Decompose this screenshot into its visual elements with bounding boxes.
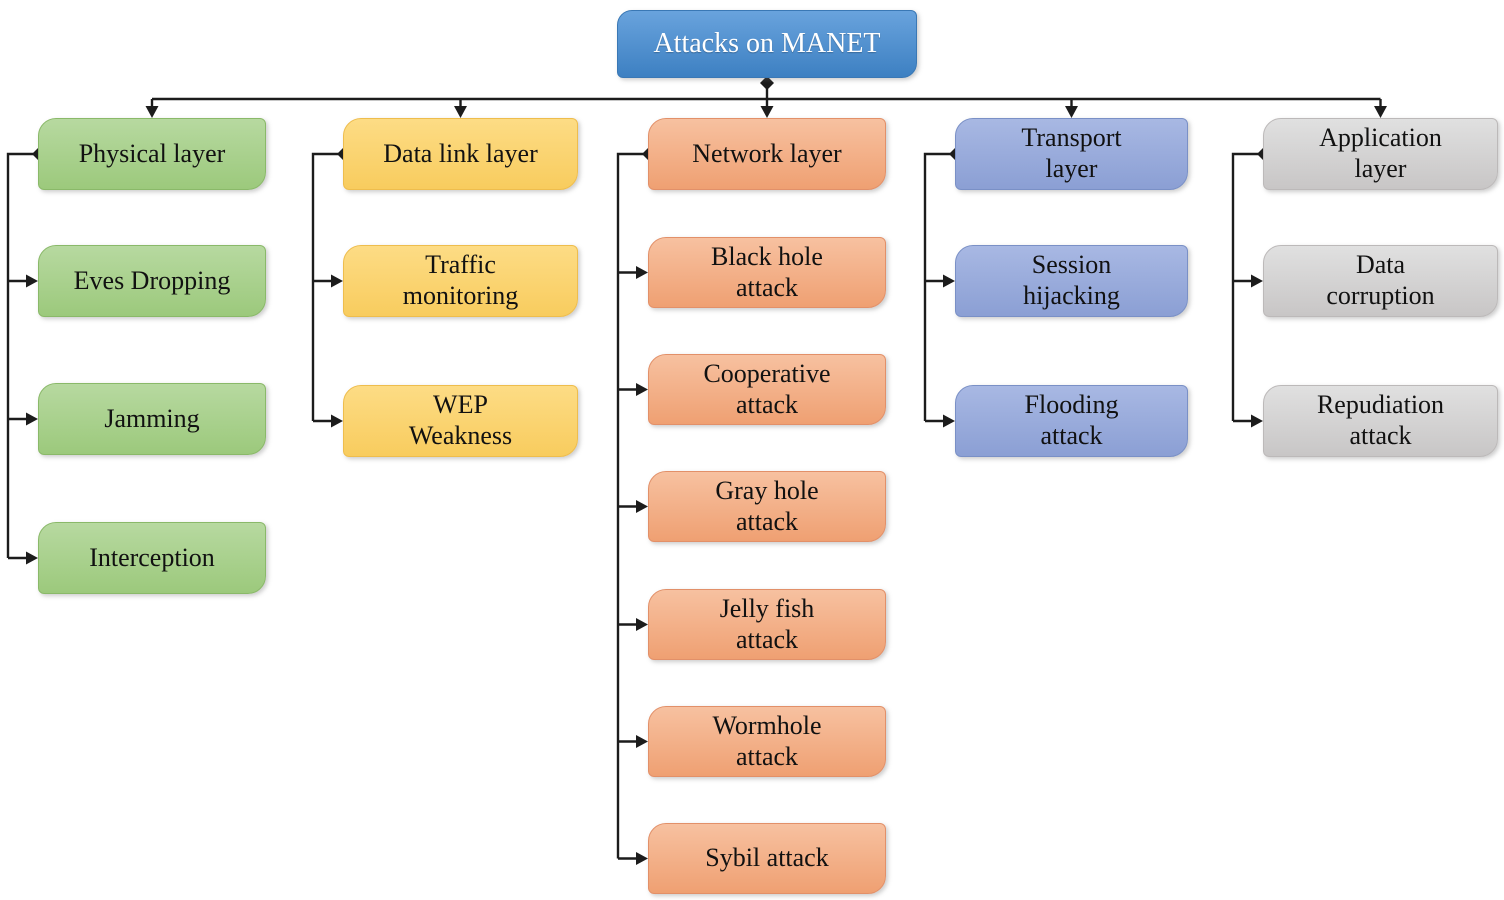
node-cooperative-attack: Cooperative attack bbox=[648, 354, 886, 425]
arrowhead-jelly-fish-attack bbox=[636, 618, 648, 631]
node-jelly-fish-attack: Jelly fish attack bbox=[648, 589, 886, 660]
arrowhead-wormhole-attack bbox=[636, 735, 648, 748]
node-data-link-layer: Data link layer bbox=[343, 118, 578, 190]
node-gray-hole-attack: Gray hole attack bbox=[648, 471, 886, 542]
arrowhead-wep-weakness bbox=[331, 414, 343, 428]
arrowhead-eves-dropping bbox=[26, 274, 38, 288]
node-transport-layer: Transport layer bbox=[955, 118, 1188, 190]
node-sybil-attack: Sybil attack bbox=[648, 823, 886, 894]
connector-spine-data-link-layer bbox=[311, 152, 343, 421]
connector-spine-application-layer bbox=[1231, 152, 1263, 421]
arrowhead-jamming bbox=[26, 412, 38, 426]
arrowhead-cooperative-attack bbox=[636, 383, 648, 396]
arrowhead-repudiation-attack bbox=[1251, 414, 1263, 428]
node-eves-dropping: Eves Dropping bbox=[38, 245, 266, 317]
node-wormhole-attack: Wormhole attack bbox=[648, 706, 886, 777]
arrowhead-drop-physical-layer bbox=[145, 106, 159, 118]
node-data-corruption: Data corruption bbox=[1263, 245, 1498, 317]
node-application-layer: Application layer bbox=[1263, 118, 1498, 190]
connector-spine-physical-layer bbox=[6, 152, 38, 558]
arrowhead-interception bbox=[26, 551, 38, 565]
arrowhead-flooding-attack bbox=[943, 414, 955, 428]
node-flooding-attack: Flooding attack bbox=[955, 385, 1188, 457]
arrowhead-data-corruption bbox=[1251, 274, 1263, 288]
arrowhead-traffic-monitoring bbox=[331, 274, 343, 288]
arrowhead-drop-data-link-layer bbox=[454, 106, 467, 118]
node-interception: Interception bbox=[38, 522, 266, 594]
node-jamming: Jamming bbox=[38, 383, 266, 455]
node-wep-weakness: WEP Weakness bbox=[343, 385, 578, 457]
arrowhead-black-hole-attack bbox=[636, 266, 648, 279]
diamond-root bbox=[760, 76, 774, 90]
node-session-hijacking: Session hijacking bbox=[955, 245, 1188, 317]
node-traffic-monitoring: Traffic monitoring bbox=[343, 245, 578, 317]
node-physical-layer: Physical layer bbox=[38, 118, 266, 190]
connector-spine-transport-layer bbox=[923, 152, 955, 421]
arrowhead-gray-hole-attack bbox=[636, 500, 648, 513]
arrowhead-drop-application-layer bbox=[1374, 106, 1387, 118]
node-attacks-on-manet: Attacks on MANET bbox=[617, 10, 917, 78]
arrowhead-sybil-attack bbox=[636, 852, 648, 865]
node-repudiation-attack: Repudiation attack bbox=[1263, 385, 1498, 457]
node-network-layer: Network layer bbox=[648, 118, 886, 190]
arrowhead-session-hijacking bbox=[943, 274, 955, 288]
arrowhead-drop-network-layer bbox=[760, 106, 774, 118]
node-black-hole-attack: Black hole attack bbox=[648, 237, 886, 308]
arrowhead-drop-transport-layer bbox=[1065, 106, 1078, 118]
